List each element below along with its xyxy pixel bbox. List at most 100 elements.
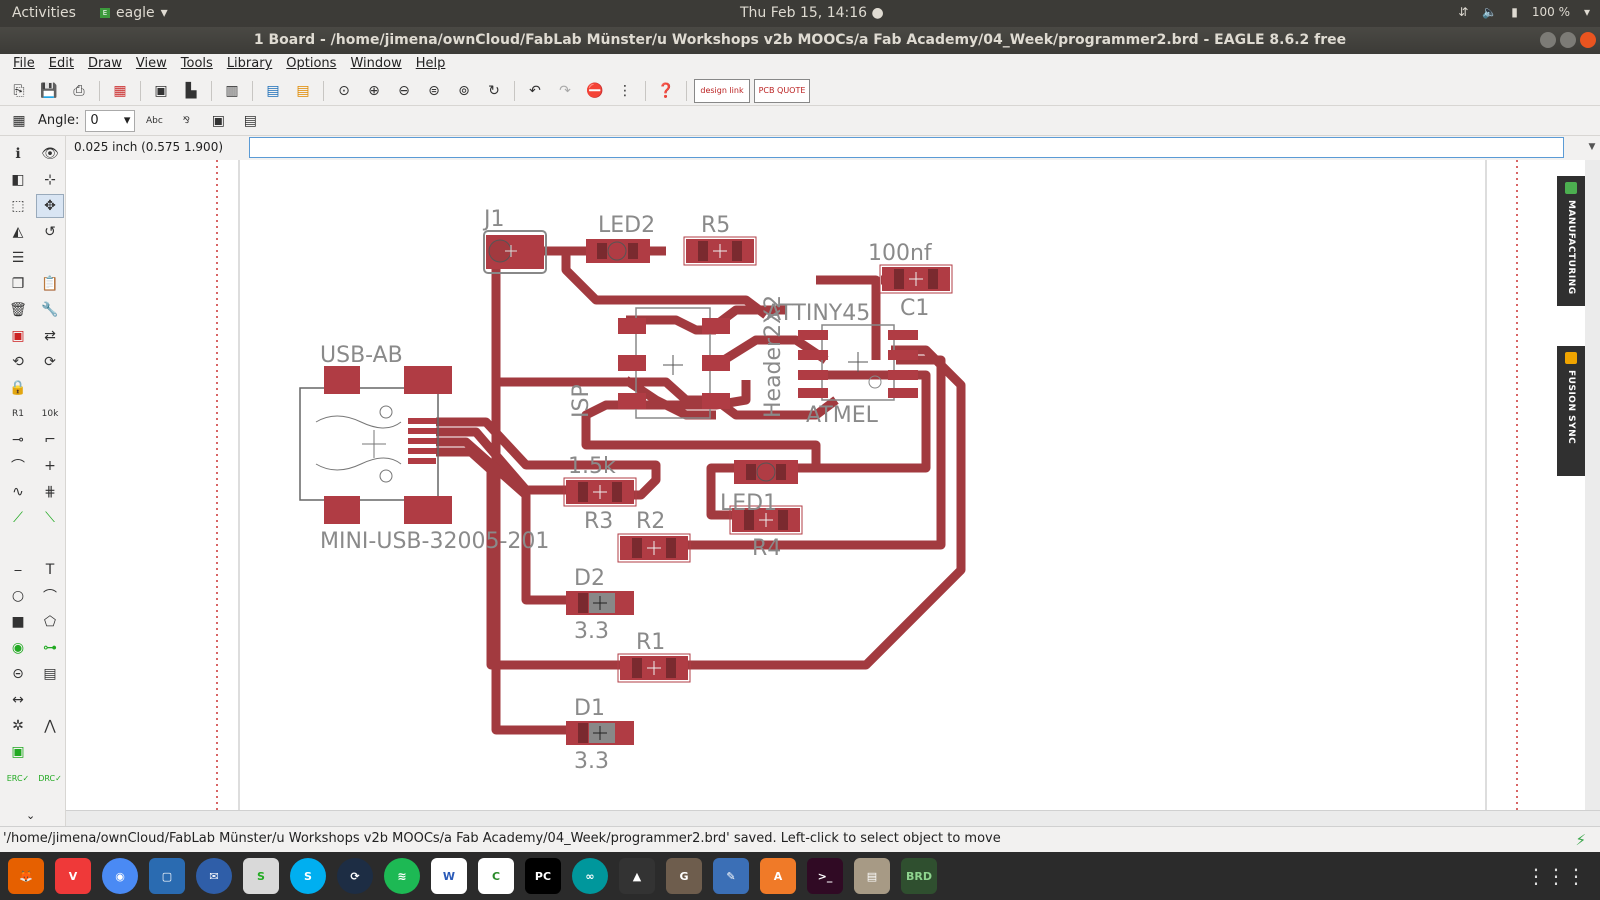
- cam-icon[interactable]: ▣: [154, 82, 168, 99]
- zoom-fit-icon[interactable]: ⊙: [338, 82, 350, 99]
- rect-icon[interactable]: ■: [11, 614, 25, 630]
- hole-icon[interactable]: ⊝: [12, 666, 24, 682]
- spin-text-icon[interactable]: Abc: [145, 115, 163, 126]
- layout-b-icon[interactable]: ▤: [243, 112, 257, 129]
- meander-icon[interactable]: ∿: [12, 484, 24, 500]
- wrench-icon[interactable]: 🔧: [41, 302, 59, 318]
- text-icon[interactable]: T: [45, 562, 55, 578]
- undo-icon[interactable]: ↶: [529, 82, 541, 99]
- component-c1[interactable]: [879, 264, 953, 294]
- mirror-icon[interactable]: ◭: [12, 224, 24, 240]
- chevron-down-icon[interactable]: ▼: [1588, 142, 1596, 152]
- zoom-select-icon[interactable]: ⊜: [428, 82, 440, 99]
- firefox-icon[interactable]: 🦊: [8, 858, 44, 894]
- lock-icon[interactable]: 🔒: [9, 380, 27, 396]
- redo-icon[interactable]: ↷: [559, 82, 571, 99]
- ulp-icon[interactable]: ▤: [296, 82, 310, 99]
- writer-icon[interactable]: W: [431, 858, 467, 894]
- vivaldi-icon[interactable]: V: [55, 858, 91, 894]
- minimize-button[interactable]: [1540, 32, 1556, 48]
- component-r4[interactable]: [729, 505, 803, 535]
- menu-tools[interactable]: Tools: [180, 56, 213, 71]
- ratsnest-icon[interactable]: ✲: [12, 718, 24, 734]
- stop-icon[interactable]: ⛔: [586, 82, 604, 99]
- show-apps-icon[interactable]: ⋮⋮⋮: [1526, 864, 1586, 888]
- zoom-out-icon[interactable]: ⊖: [398, 82, 410, 99]
- command-input[interactable]: [249, 137, 1564, 158]
- close-button[interactable]: [1580, 32, 1596, 48]
- layout-a-icon[interactable]: ▣: [211, 112, 225, 129]
- name-icon[interactable]: R1: [12, 409, 24, 419]
- save-icon[interactable]: 💾: [40, 82, 58, 99]
- menu-edit[interactable]: Edit: [48, 56, 74, 71]
- vertical-scrollbar[interactable]: [1585, 160, 1600, 810]
- gimp-icon[interactable]: G: [666, 858, 702, 894]
- component-led2[interactable]: [586, 239, 650, 263]
- skype-icon[interactable]: S: [290, 858, 326, 894]
- copy-icon[interactable]: ❐: [11, 276, 25, 292]
- component-led1[interactable]: [734, 460, 798, 484]
- activities-button[interactable]: Activities: [12, 5, 76, 21]
- mark-icon[interactable]: ⊹: [44, 172, 56, 188]
- switch-schematic-icon[interactable]: ▦: [113, 82, 127, 99]
- menu-file[interactable]: File: [13, 56, 35, 71]
- info-icon[interactable]: ℹ: [15, 146, 21, 162]
- split-icon[interactable]: ⌒: [11, 459, 25, 475]
- component-r5[interactable]: [683, 236, 757, 266]
- manufacturing-tab[interactable]: MANUFACTURING: [1557, 176, 1585, 306]
- menu-options[interactable]: Options: [286, 56, 337, 71]
- owncloud-icon[interactable]: ⟳: [337, 858, 373, 894]
- mirror-text-icon[interactable]: ⅋: [182, 115, 190, 126]
- print-icon[interactable]: ⎙: [73, 82, 85, 99]
- align-icon[interactable]: ☰: [11, 250, 25, 266]
- spotify-icon[interactable]: ≋: [384, 858, 420, 894]
- component-r2[interactable]: [617, 533, 691, 563]
- angle-select[interactable]: 0 ▾: [85, 109, 136, 132]
- library-icon[interactable]: ▥: [225, 82, 239, 99]
- component-isp-header[interactable]: [618, 307, 730, 419]
- editor-icon[interactable]: ✎: [713, 858, 749, 894]
- circle-icon[interactable]: ○: [11, 588, 25, 604]
- menu-help[interactable]: Help: [415, 56, 446, 71]
- miter-icon[interactable]: ⌐: [44, 432, 56, 448]
- layers-icon[interactable]: ◧: [11, 172, 25, 188]
- select-icon[interactable]: ⬚: [11, 198, 25, 214]
- replace-icon[interactable]: ⇄: [44, 328, 56, 344]
- open-icon[interactable]: ⎘: [13, 82, 25, 99]
- expand-chevron-icon[interactable]: ⌄: [26, 809, 36, 822]
- menu-draw[interactable]: Draw: [87, 56, 122, 71]
- design-link-icon[interactable]: design link: [694, 78, 750, 103]
- zoom-area-icon[interactable]: ⊚: [458, 82, 470, 99]
- sheets-icon[interactable]: S: [243, 858, 279, 894]
- thunderbird-icon[interactable]: ✉: [196, 858, 232, 894]
- attribute-icon[interactable]: ▤: [43, 666, 57, 682]
- eagle-icon[interactable]: BRD: [901, 858, 937, 894]
- component-attiny45[interactable]: [798, 324, 918, 401]
- smash-icon[interactable]: ⊸: [12, 432, 24, 448]
- help-icon[interactable]: ❓: [657, 82, 675, 99]
- grid-icon[interactable]: ▦: [12, 112, 26, 129]
- route-icon[interactable]: ⟋: [13, 510, 23, 526]
- swap-icon[interactable]: ⟳: [44, 354, 56, 370]
- board-svg[interactable]: J1 LED2 R5 100nf C1 ATTINY45 ATMEL Heade…: [66, 160, 1585, 810]
- zoom-in-icon[interactable]: ⊕: [368, 82, 380, 99]
- rotate-icon[interactable]: ↺: [44, 224, 56, 240]
- menu-view[interactable]: View: [135, 56, 167, 71]
- component-r3[interactable]: [563, 477, 637, 507]
- files-icon[interactable]: ▤: [854, 858, 890, 894]
- component-usb[interactable]: [299, 366, 452, 524]
- software-icon[interactable]: A: [760, 858, 796, 894]
- arc-icon[interactable]: ⌒: [43, 589, 57, 605]
- component-r1[interactable]: [617, 653, 691, 683]
- pycharm-icon[interactable]: PC: [525, 858, 561, 894]
- more-icon[interactable]: ⋮: [618, 82, 632, 99]
- component-j1[interactable]: [483, 230, 547, 274]
- wire-icon[interactable]: ⎯: [14, 562, 22, 578]
- polygon-icon[interactable]: ⬠: [43, 614, 57, 630]
- value-icon[interactable]: 10k: [41, 409, 59, 419]
- redraw-icon[interactable]: ↻: [488, 82, 500, 99]
- move-icon[interactable]: ✥: [36, 194, 64, 218]
- add-icon[interactable]: ▣: [11, 328, 25, 344]
- menu-library[interactable]: Library: [226, 56, 273, 71]
- board-canvas[interactable]: J1 LED2 R5 100nf C1 ATTINY45 ATMEL Heade…: [66, 160, 1585, 810]
